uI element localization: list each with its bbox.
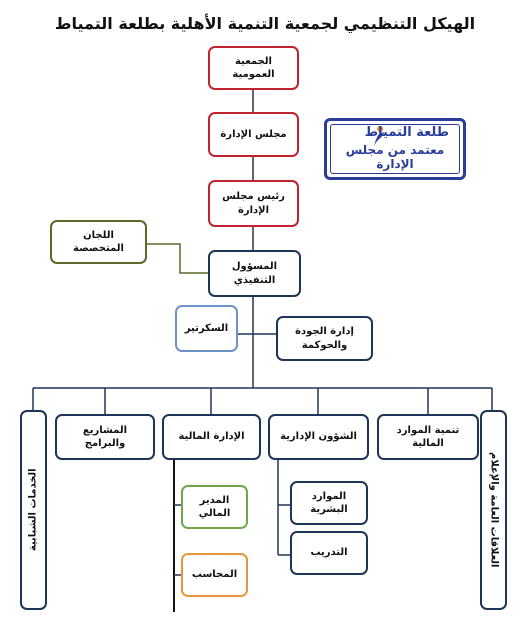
stamp-approval-text: معتمد من مجلس الإدارة: [345, 143, 445, 171]
hr-box: الموارد البشرية: [290, 481, 368, 525]
quality-box: إدارة الجودة والحوكمة: [276, 316, 373, 361]
finance-manager-box: المدير المالي: [181, 485, 248, 529]
youth-services-label: الخدمات الشبابية: [27, 468, 39, 552]
projects-label: المشاريع والبرامج: [82, 424, 128, 450]
accountant-label: المحاسب: [191, 569, 238, 581]
stamp-inner-border: [330, 124, 460, 174]
public-relations-box: العلاقات العامة والإعلام: [480, 410, 507, 610]
admin-affairs-box: الشؤون الإدارية: [268, 414, 369, 460]
training-box: التدريب: [290, 531, 368, 575]
board-label: مجلس الإدارة: [220, 128, 287, 140]
admin-affairs-label: الشؤون الإدارية: [280, 431, 357, 443]
general-assembly-label: الجمعية العمومية: [232, 55, 275, 81]
quality-label: إدارة الجودة والحوكمة: [295, 326, 354, 351]
finance-box: الإدارة المالية: [162, 414, 261, 460]
person-logo-icon: [374, 126, 384, 147]
resources-label: تنمية الموارد المالية: [396, 424, 460, 450]
board-chair-box: رئيس مجلس الإدارة: [208, 180, 299, 227]
approval-stamp: طلعة التمياط معتمد من مجلس الإدارة: [324, 118, 466, 180]
resources-box: تنمية الموارد المالية: [377, 414, 479, 460]
secretary-box: السكرتير: [175, 305, 238, 352]
chart-title: الهيكل التنظيمي لجمعية التنمية الأهلية ب…: [54, 14, 476, 33]
board-box: مجلس الإدارة: [208, 112, 299, 157]
hr-label: الموارد البشرية: [310, 490, 348, 516]
accountant-box: المحاسب: [181, 553, 248, 597]
board-chair-label: رئيس مجلس الإدارة: [222, 191, 285, 216]
training-label: التدريب: [310, 547, 348, 559]
youth-services-box: الخدمات الشبابية: [20, 410, 47, 610]
stamp-logo-text: طلعة التمياط: [364, 125, 449, 140]
projects-box: المشاريع والبرامج: [55, 414, 155, 460]
committees-label: اللجان المتخصصة: [73, 229, 124, 255]
secretary-label: السكرتير: [184, 322, 229, 334]
general-assembly-box: الجمعية العمومية: [208, 46, 299, 90]
committees-box: اللجان المتخصصة: [50, 220, 147, 264]
finance-label: الإدارة المالية: [178, 431, 245, 443]
executive-label: المسؤول التنفيذي: [231, 261, 278, 286]
executive-box: المسؤول التنفيذي: [208, 250, 301, 297]
finance-manager-label: المدير المالي: [198, 494, 231, 520]
public-relations-label: العلاقات العامة والإعلام: [488, 452, 500, 568]
